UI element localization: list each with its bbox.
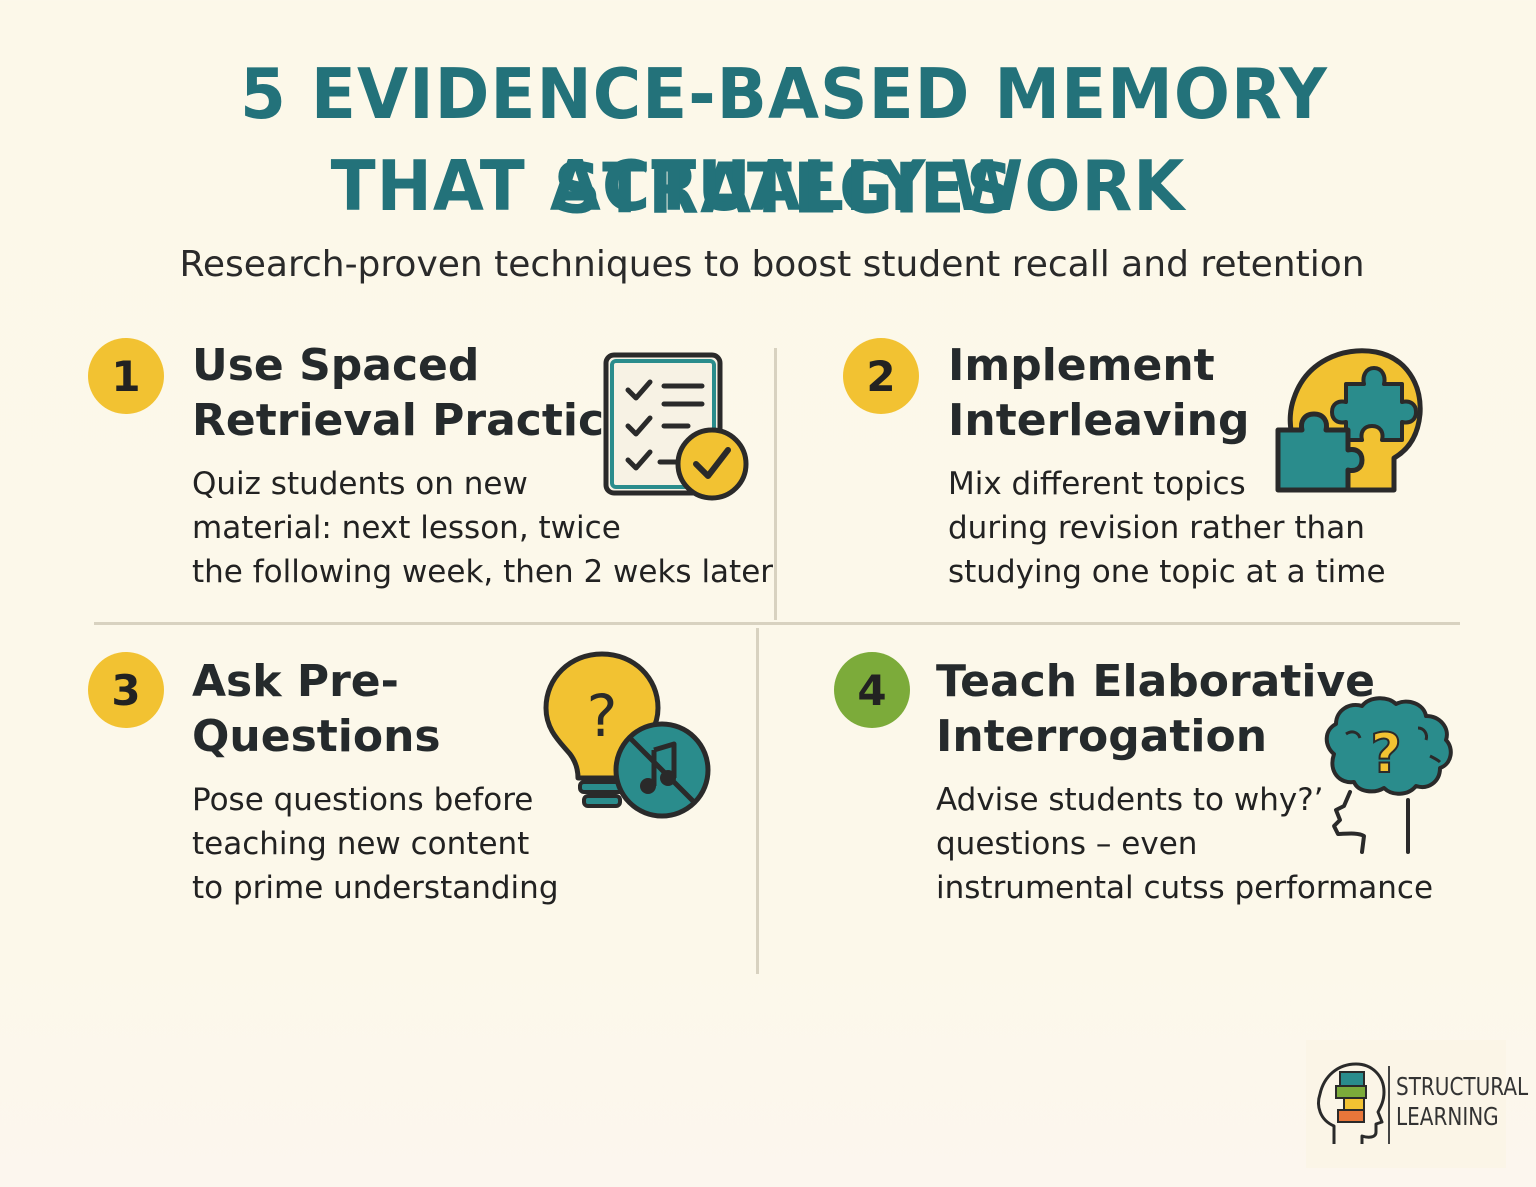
page-subtitle: Research-proven techniques to boost stud…	[179, 244, 1365, 285]
strategy-description: Mix different topics during revision rat…	[948, 466, 1386, 590]
puzzle-head-icon	[1275, 348, 1423, 493]
svg-text:?: ?	[587, 682, 618, 750]
logo-text-line-1: STRUCTURAL	[1396, 1072, 1529, 1101]
strategy-description: Quiz students on new material: next less…	[192, 466, 774, 590]
lightbulb-no-music-icon: ?	[543, 651, 711, 819]
logo-divider	[1388, 1066, 1390, 1144]
strategy-title: Teach Elaborative Interrogation	[936, 656, 1376, 762]
vertical-divider-bottom	[756, 628, 759, 974]
page-title-line-1: 5 EVIDENCE-BASED MEMORY STRATEGIES	[240, 53, 1328, 230]
number-badge: 2	[843, 338, 919, 414]
strategy-description: Advise students to why?’ questions – eve…	[936, 782, 1434, 906]
head-blocks-logo-icon	[1317, 1062, 1386, 1144]
strategy-title: Use Spaced Retrieval Practice	[192, 340, 634, 446]
number-badge: 1	[88, 338, 164, 414]
strategy-title: Ask Pre- Questions	[192, 656, 441, 762]
svg-text:?: ?	[1370, 722, 1401, 785]
strategy-description: Pose questions before teaching new conte…	[192, 782, 559, 906]
number-badge: 4	[834, 652, 910, 728]
horizontal-divider	[94, 622, 1460, 625]
logo-text-line-2: LEARNING	[1396, 1102, 1499, 1131]
number-badge: 3	[88, 652, 164, 728]
page-title-line-2: THAT ACTUALLY WORK	[330, 146, 1186, 227]
vertical-divider-top	[774, 348, 777, 620]
brain-question-icon: ?	[1324, 696, 1453, 854]
strategy-title: Implement Interleaving	[948, 340, 1250, 446]
structural-learning-logo	[1306, 1040, 1506, 1168]
checklist-icon	[603, 352, 749, 501]
